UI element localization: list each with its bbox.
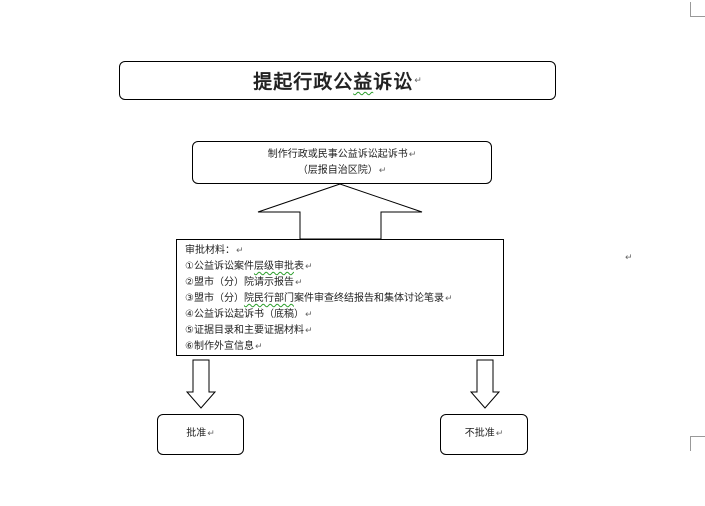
paragraph-mark: ↵ xyxy=(414,75,422,86)
approve-label: 批准 xyxy=(186,428,207,439)
materials-item: ④公益诉讼起诉书（底稿）↵ xyxy=(185,309,313,320)
down-arrow-right xyxy=(469,359,501,409)
down-arrow-left xyxy=(185,359,217,409)
materials-item: ⑤证据目录和主要证据材料↵ xyxy=(185,325,313,336)
indictment-line-2: （层报自治区院） xyxy=(297,165,378,176)
materials-item: ①公益诉讼案件层级审批表↵ xyxy=(185,261,313,272)
up-arrow xyxy=(257,183,423,240)
page-title: 提起行政公益诉讼 xyxy=(253,71,414,93)
indictment-line-1: 制作行政或民事公益诉讼起诉书 xyxy=(267,149,408,160)
materials-header: 审批材料： xyxy=(185,245,235,256)
reject-box: 不批准↵ xyxy=(440,414,528,455)
materials-item: ②盟市（分）院请示报告↵ xyxy=(185,277,303,288)
page-corner-bottom-right xyxy=(690,436,705,451)
reject-label: 不批准 xyxy=(464,428,495,439)
approve-box: 批准↵ xyxy=(157,414,244,455)
indictment-box: 制作行政或民事公益诉讼起诉书↵ （层报自治区院）↵ xyxy=(192,141,492,184)
side-paragraph-mark: ↵ xyxy=(625,253,633,263)
title-box: 提起行政公益诉讼 ↵ xyxy=(119,61,556,100)
page-corner-top-right xyxy=(690,2,705,17)
materials-box: 审批材料：↵ ①公益诉讼案件层级审批表↵ ②盟市（分）院请示报告↵ ③盟市（分）… xyxy=(176,239,504,356)
materials-item: ③盟市（分）院民行部门案件审查终结报告和集体讨论笔录↵ xyxy=(185,293,453,304)
materials-item: ⑥制作外宣信息↵ xyxy=(185,341,263,352)
